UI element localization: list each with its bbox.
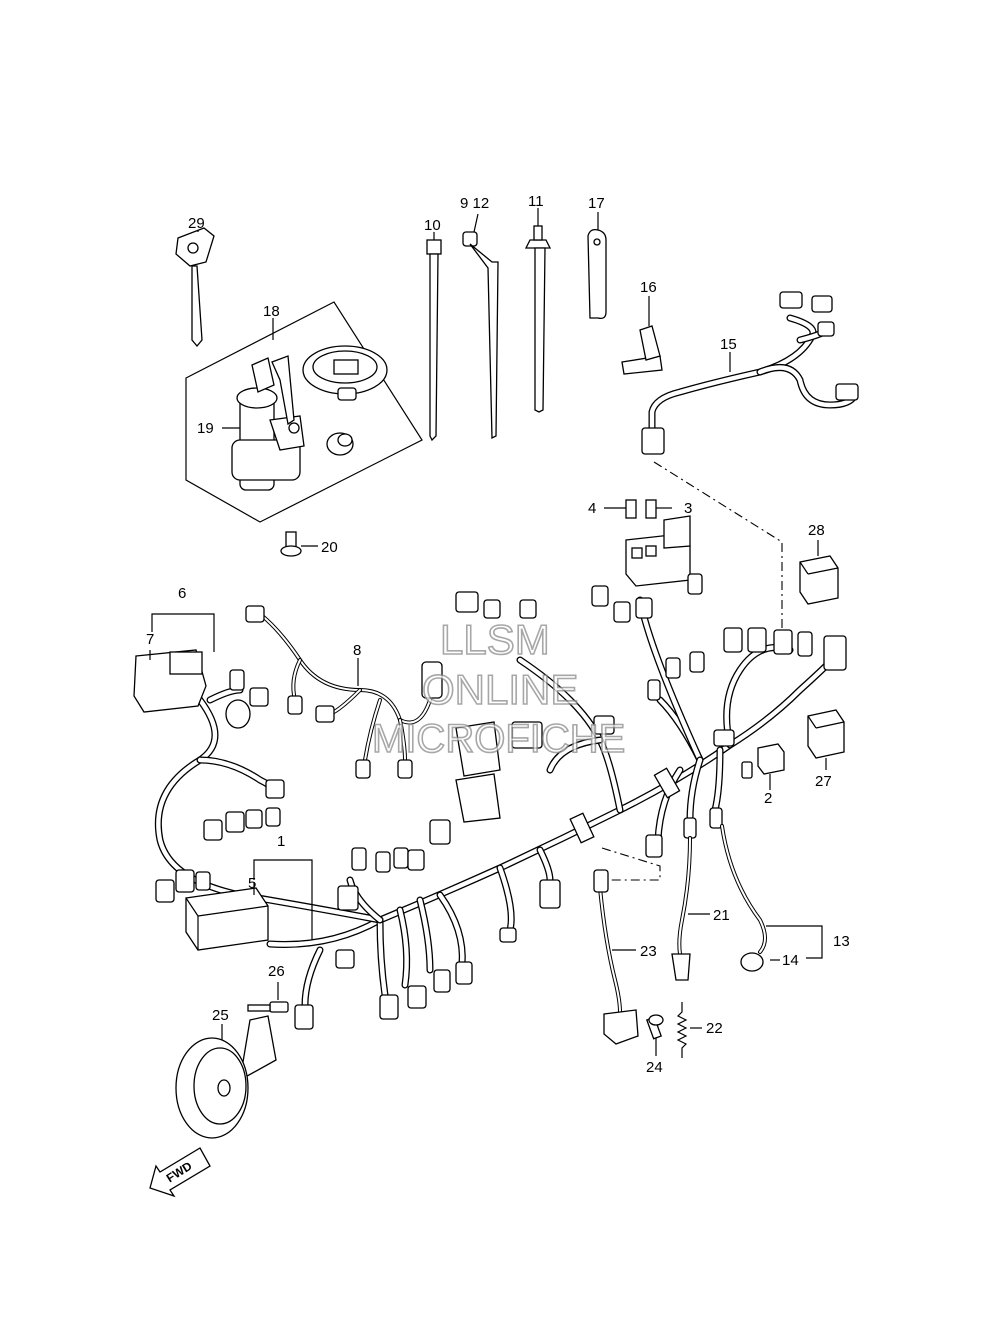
callout-11: 11 [528, 193, 544, 210]
part-19-ignition-switch [231, 355, 305, 491]
callout-6: 6 [178, 585, 186, 602]
callout-15: 15 [720, 336, 737, 353]
part-fuse-box [625, 515, 691, 587]
callout-17: 17 [588, 195, 605, 212]
callout-18: 18 [263, 303, 280, 320]
part-10-cable-tie [426, 239, 442, 442]
part-27-relay [807, 709, 845, 759]
callout-19: 19 [197, 420, 214, 437]
fwd-direction-arrow [149, 1147, 211, 1198]
part-7-control-unit [133, 649, 207, 713]
part-23-switch [593, 869, 639, 1045]
part-20-screw [280, 531, 302, 557]
part-8-sub-harness [245, 605, 443, 779]
callout-29: 29 [188, 215, 205, 232]
part-17-strap [587, 228, 607, 320]
part-5-module [185, 887, 269, 951]
callout-23: 23 [640, 943, 657, 960]
part-26-bolt [247, 1001, 289, 1013]
part-22-spring [676, 1002, 688, 1058]
part-29-key [175, 227, 215, 348]
part-14-sensor [740, 952, 764, 972]
part-24-bolt [645, 1014, 664, 1040]
part-16-bracket [621, 325, 663, 375]
part-11-push-tie [524, 225, 552, 413]
callout-labels: 29 18 19 20 10 9 12 11 17 16 15 4 3 28 6… [146, 193, 850, 1185]
callout-21: 21 [713, 907, 730, 924]
harness-connectors [155, 573, 847, 1030]
callout-4: 4 [588, 500, 596, 517]
callout-8: 8 [353, 642, 361, 659]
part-28-relay [799, 555, 839, 605]
callout-14: 14 [782, 952, 799, 969]
part-fuel-cap [302, 345, 388, 401]
part-21-switch [671, 836, 692, 981]
callout-5: 5 [248, 875, 256, 892]
callout-1: 1 [277, 833, 285, 850]
callout-3: 3 [684, 500, 692, 517]
watermark-line-2: ONLINE [422, 666, 578, 713]
callout-27: 27 [815, 773, 832, 790]
callout-28: 28 [808, 522, 825, 539]
watermark-line-3: MICROFICHE [372, 717, 625, 761]
watermark: LLSM ONLINE MICROFICHE [371, 615, 626, 762]
callout-26: 26 [268, 963, 285, 980]
watermark-line-1: LLSM [440, 616, 550, 663]
callout-13: 13 [833, 933, 850, 950]
part-15-sub-harness [641, 291, 859, 455]
callout-20: 20 [321, 539, 338, 556]
part-3-fuse [645, 499, 657, 519]
part-13-sensor-lead [720, 824, 767, 954]
part-1-main-wiring-harness [154, 596, 836, 1009]
callout-10: 10 [424, 217, 441, 234]
part-9-12-clamp [462, 231, 499, 440]
callout-22: 22 [706, 1020, 723, 1037]
part-25-horn [175, 1015, 277, 1139]
callout-7: 7 [146, 631, 154, 648]
part-2-relay [757, 743, 785, 775]
part-4-fuse [625, 499, 637, 519]
part-18-lock-set-box [185, 301, 423, 523]
callout-2: 2 [764, 790, 772, 807]
callout-24: 24 [646, 1059, 663, 1076]
part-seat-lock [326, 432, 354, 456]
callout-16: 16 [640, 279, 657, 296]
callout-9-12: 9 12 [460, 195, 489, 212]
callout-25: 25 [212, 1007, 229, 1024]
